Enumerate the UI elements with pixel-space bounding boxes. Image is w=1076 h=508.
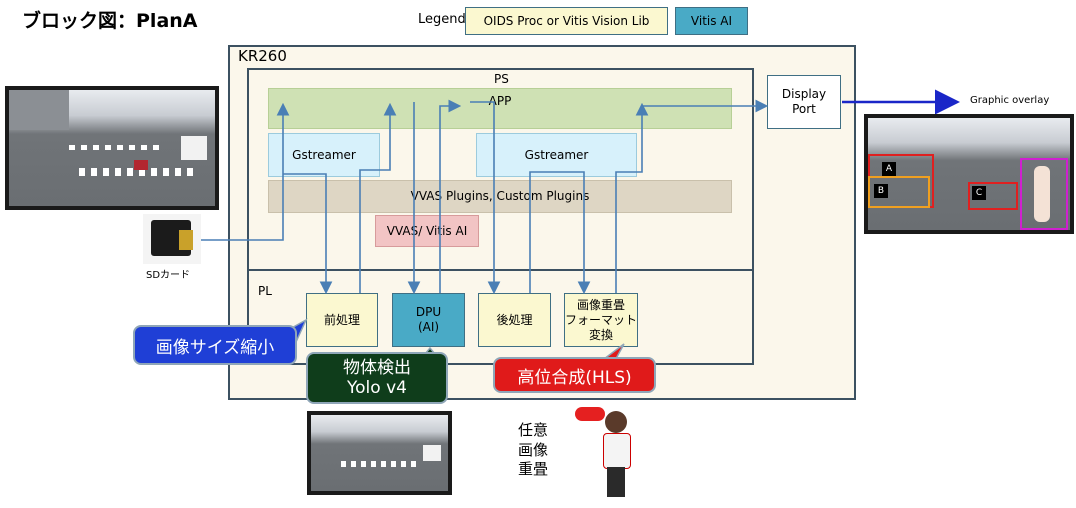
input-camera-image [5,86,219,210]
gstreamer-right-block: Gstreamer [476,133,637,177]
app-block: APP [268,88,732,129]
dpu-to-app-arrow [439,99,462,293]
detect-callout-line2: Yolo v4 [347,378,407,398]
sd-to-app-arrow [201,102,290,241]
diagram-title: ブロック図：PlanA [22,10,198,32]
dpu-label: DPU [415,305,442,319]
compose-line3: 変換 [588,327,613,342]
arbitrary-overlay-line3: 重畳 [518,460,549,478]
graphic-overlay-label: Graphic overlay [970,95,1050,106]
kr260-label: KR260 [238,47,287,65]
hls-callout: 高位合成(HLS) [493,357,656,393]
legend-item-vitis-ai: Vitis AI [675,7,748,35]
street-scene-small-image [311,415,448,491]
output-overlay-image: A B C [864,114,1074,234]
character-illustration [575,405,637,501]
arbitrary-overlay-text: 任意 画像 重畳 [518,421,548,480]
preprocess-block: 前処理 [306,293,378,347]
dpu-sublabel: (AI) [417,320,440,334]
sd-card-label: SDカード [146,270,191,281]
gst-to-pre-arrow [283,173,333,295]
resize-callout: 画像サイズ縮小 [133,325,297,365]
overlay-tag-b: B [874,184,888,198]
display-port-block: Display Port [767,75,841,129]
vvas-plugins-block: VVAS Plugins, Custom Plugins [268,180,732,213]
dpu-block: DPU (AI) [392,293,465,347]
arbitrary-overlay-line2: 画像 [518,440,549,459]
compose-format-block: 画像重畳 フォーマット 変換 [564,293,638,347]
sd-card-icon [143,214,201,264]
street-scene-image [9,90,215,206]
pre-to-gst-arrow [359,102,397,293]
post-to-gst-arrow [529,171,591,295]
overlay-tag-a: A [882,162,896,176]
display-line2: Port [792,102,816,116]
ps-label: PS [494,72,509,86]
display-line1: Display [781,87,827,101]
detect-callout: 物体検出 Yolo v4 [306,352,448,404]
compose-line2: フォーマット [565,312,638,327]
overlay-tag-c: C [972,186,986,200]
compose-to-app-arrow [615,102,649,293]
detected-frame-image [307,411,452,495]
compose-line1: 画像重畳 [576,297,625,312]
detect-callout-line1: 物体検出 [343,357,411,378]
app-to-post-arrow [470,101,501,295]
legend-item-oids: OIDS Proc or Vitis Vision Lib [465,7,668,35]
arbitrary-overlay-line1: 任意 [518,421,549,439]
postprocess-block: 後処理 [478,293,551,347]
pl-label: PL [258,284,272,298]
vvas-vitis-ai-block: VVAS/ Vitis AI [375,215,479,247]
legend-label: Legend [418,12,466,27]
street-scene-overlay-image: A B C [868,118,1070,230]
